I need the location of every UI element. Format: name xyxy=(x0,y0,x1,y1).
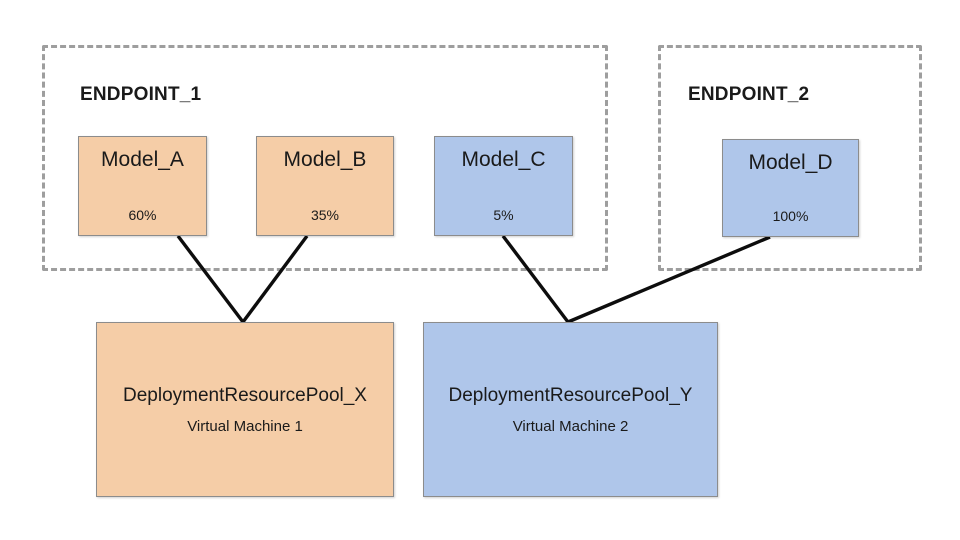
endpoint-group-1 xyxy=(42,45,608,271)
pool-y-machine: Virtual Machine 2 xyxy=(512,417,629,435)
model-d-traffic-split: 100% xyxy=(772,208,809,224)
model-box-model-d[interactable]: Model_D 100% xyxy=(722,139,859,237)
model-b-name: Model_B xyxy=(283,148,367,171)
pool-y-name: DeploymentResourcePool_Y xyxy=(448,384,693,406)
model-box-model-b[interactable]: Model_B 35% xyxy=(256,136,394,236)
pool-x-name: DeploymentResourcePool_X xyxy=(123,384,367,406)
model-c-traffic-split: 5% xyxy=(493,207,514,223)
model-b-traffic-split: 35% xyxy=(310,207,340,223)
model-c-name: Model_C xyxy=(461,148,546,171)
model-a-name: Model_A xyxy=(101,148,184,171)
model-box-model-c[interactable]: Model_C 5% xyxy=(434,136,573,236)
pool-box-deployment-resource-pool-x[interactable]: DeploymentResourcePool_X Virtual Machine… xyxy=(96,322,394,497)
model-a-traffic-split: 60% xyxy=(128,207,157,223)
pool-box-deployment-resource-pool-y[interactable]: DeploymentResourcePool_Y Virtual Machine… xyxy=(423,322,718,497)
endpoint-2-title: ENDPOINT_2 xyxy=(688,84,810,105)
model-d-name: Model_D xyxy=(748,151,833,174)
endpoint-group-2 xyxy=(658,45,922,271)
model-box-model-a[interactable]: Model_A 60% xyxy=(78,136,207,236)
pool-x-machine: Virtual Machine 1 xyxy=(187,417,303,435)
endpoint-1-title: ENDPOINT_1 xyxy=(80,84,202,105)
